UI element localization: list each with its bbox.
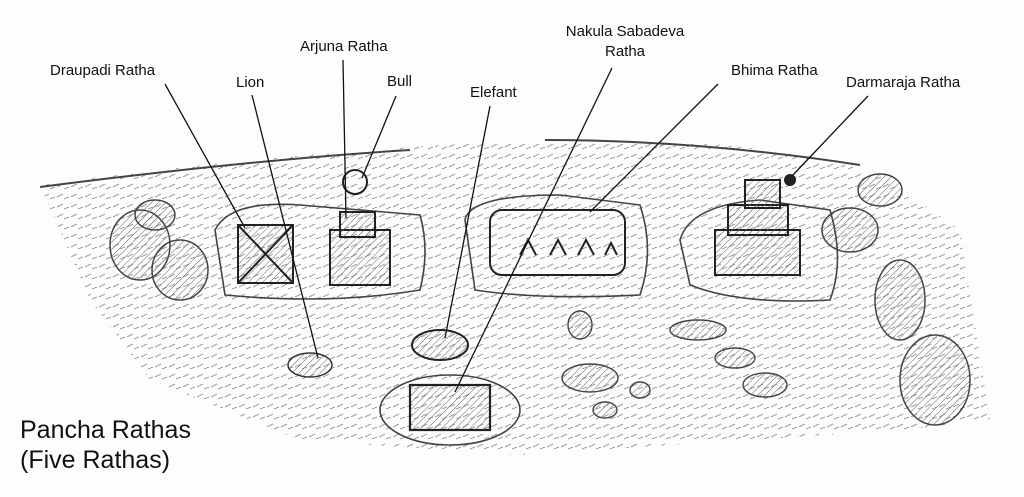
label-darmaraja-ratha: Darmaraja Ratha (846, 74, 961, 91)
label-draupadi-ratha: Draupadi Ratha (50, 62, 156, 79)
lion-sketch (287, 352, 333, 378)
label-nakula-sabadeva-ratha: Nakula Sabadeva Ratha (545, 22, 705, 62)
nakula-platform (379, 374, 521, 446)
label-bhima-ratha: Bhima Ratha (731, 62, 818, 79)
darmaraja-ratha-sketch (714, 174, 801, 276)
draupadi-ratha-sketch (237, 224, 294, 284)
label-line: Nakula Sabadeva (565, 23, 685, 40)
title-subline: (Five Rathas) (20, 446, 171, 474)
platform-left (214, 203, 426, 300)
rocks-right (821, 173, 971, 426)
horizon-line (39, 149, 411, 188)
darmaraja-platform (679, 199, 839, 302)
rocks-left (109, 199, 209, 301)
arjuna-ratha-sketch (329, 169, 391, 286)
label-elefant: Elefant (470, 84, 517, 101)
label-line: Ratha (604, 43, 646, 60)
label-lion: Lion (236, 74, 265, 91)
stones (561, 310, 788, 419)
bhima-platform (464, 194, 649, 298)
label-arjuna-ratha: Arjuna Ratha (300, 38, 388, 55)
label-bull: Bull (387, 73, 413, 90)
nakula-ratha-sketch (408, 383, 492, 432)
elefant-sketch (411, 329, 469, 361)
diagram-title: Pancha Rathas (Five Rathas) (20, 415, 191, 475)
leader-lines (164, 59, 869, 393)
title-line: Pancha Rathas (20, 416, 191, 444)
